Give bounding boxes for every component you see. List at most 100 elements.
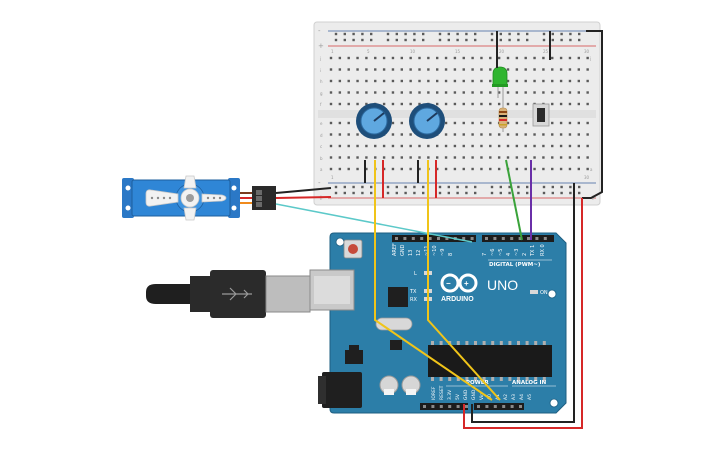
pushbutton[interactable] [532,103,550,127]
rail-hole [578,38,581,42]
rail-hole [508,38,511,42]
header-pin [470,237,474,240]
usb-interface-chip [388,287,408,307]
dc-jack-front [318,376,326,404]
servo-horn-arm [183,175,197,189]
breadboard-hole [374,56,377,60]
mcu-pin [517,341,520,345]
rail-hole [361,191,364,195]
potentiometer-2[interactable] [409,103,445,139]
col-num-15: 15 [455,49,461,54]
row-label-j-right: j [589,56,591,61]
mcu-pin [474,377,477,381]
breadboard-hole [489,91,492,94]
breadboard-hole [347,68,350,71]
row-label-c: c [320,144,322,149]
row-label-f: f [320,102,322,107]
header-pin [543,237,547,240]
breadboard-hole [444,91,448,94]
top-pin-label: AREF [392,243,398,256]
rail-hole [438,185,442,189]
breadboard-holes [329,32,589,195]
reset-button-cap[interactable] [348,244,358,254]
breadboard-hole [453,68,457,71]
breadboard-hole [542,133,545,136]
rail-hole [447,191,450,195]
connector-pin [256,190,262,195]
breadboard-hole [524,56,527,60]
breadboard-hole [515,102,519,106]
breadboard-hole [400,68,403,71]
top-pin-label: 4 [506,253,512,256]
header-pin [428,237,432,240]
connector-pin [256,196,262,201]
breadboard-hole [338,68,342,71]
breadboard-hole [489,121,492,125]
servo-horn-arm [145,189,179,207]
breadboard-hole [436,68,439,71]
breadboard-hole [577,156,580,159]
servo-horn-screw [186,194,194,202]
breadboard-hole [382,144,386,148]
breadboard-hole [418,156,421,159]
potentiometer-1[interactable] [356,103,392,139]
rail-hole [386,32,390,36]
breadboard-hole [524,102,527,106]
breadboard-hole [338,91,342,94]
breadboard-hole [427,156,430,159]
pushbutton-cap[interactable] [537,108,545,122]
rail-hole [508,191,511,195]
rail-hole [456,32,459,36]
rail-hole [499,38,502,42]
header-pin [527,237,530,240]
header-pin [535,237,539,240]
logo-loop-right [458,273,478,293]
breadboard-hole [391,68,395,71]
header-pin [502,405,506,408]
bottom-pin-label: A2 [503,394,509,400]
breadboard-hole [489,56,492,60]
breadboard-hole [444,56,448,60]
breadboard-hole [391,79,395,83]
mcu-pin [439,377,443,381]
bottom-pin-label: 3.3V [447,389,453,400]
mcu-pin [456,377,460,381]
top-pin-label: GND [400,244,406,256]
breadboard-hole [347,156,350,159]
rail-hole [560,32,563,36]
rail-hole [438,38,442,42]
breadboard-hole [533,133,536,136]
breadboard-hole [329,102,333,106]
rail-hole [490,185,494,189]
breadboard-hole [347,102,350,106]
top-pin-label: ~10 [432,245,438,256]
rail-hole [361,185,364,189]
col-num-25: 25 [543,49,549,54]
bottom-pin-label: IOREF [431,386,437,400]
horn-hole [168,196,172,200]
mcu-pin [482,377,486,381]
breadboard-hole [382,167,386,171]
rail-hole [413,32,416,36]
row-label-d: d [320,133,323,138]
rail-hole [517,191,520,195]
mcu-pin [499,377,503,381]
breadboard-hole [559,91,563,94]
breadboard-hole [586,121,589,125]
breadboard-hole [365,91,368,94]
resistor [498,98,508,132]
wire-pot1-signal [374,160,493,401]
breadboard-hole [329,133,333,136]
breadboard-hole [347,79,350,83]
breadboard-hole [391,91,395,94]
breadboard-hole [551,156,554,159]
breadboard-hole [365,56,368,60]
breadboard-hole [586,79,589,83]
rail-hole [542,32,546,36]
breadboard-hole [347,121,350,125]
voltage-regulator [345,350,363,364]
breadboard-hole [568,79,572,83]
breadboard-hole [391,144,395,148]
breadboard-hole [480,144,483,148]
breadboard-hole [515,144,519,148]
